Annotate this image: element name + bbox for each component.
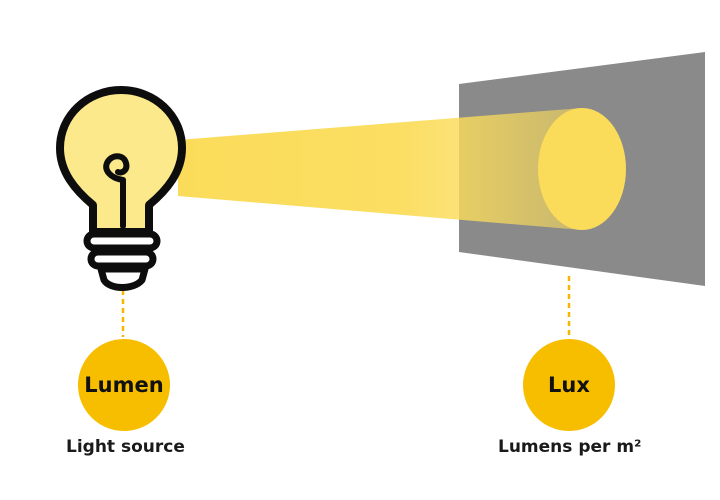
lux-badge: Lux [523,339,615,431]
light-source-caption: Light source [66,437,185,457]
light-beam [178,108,582,230]
lux-badge-circle [523,339,615,431]
lux-badge-label: Lux [548,373,590,397]
lumens-per-m2-caption: Lumens per m² [498,437,642,457]
light-spot [538,108,626,230]
lumen-badge-circle [78,339,170,431]
lumen-badge: Lumen [78,339,170,431]
lumen-badge-label: Lumen [84,373,164,397]
light-bulb-icon [56,86,186,291]
